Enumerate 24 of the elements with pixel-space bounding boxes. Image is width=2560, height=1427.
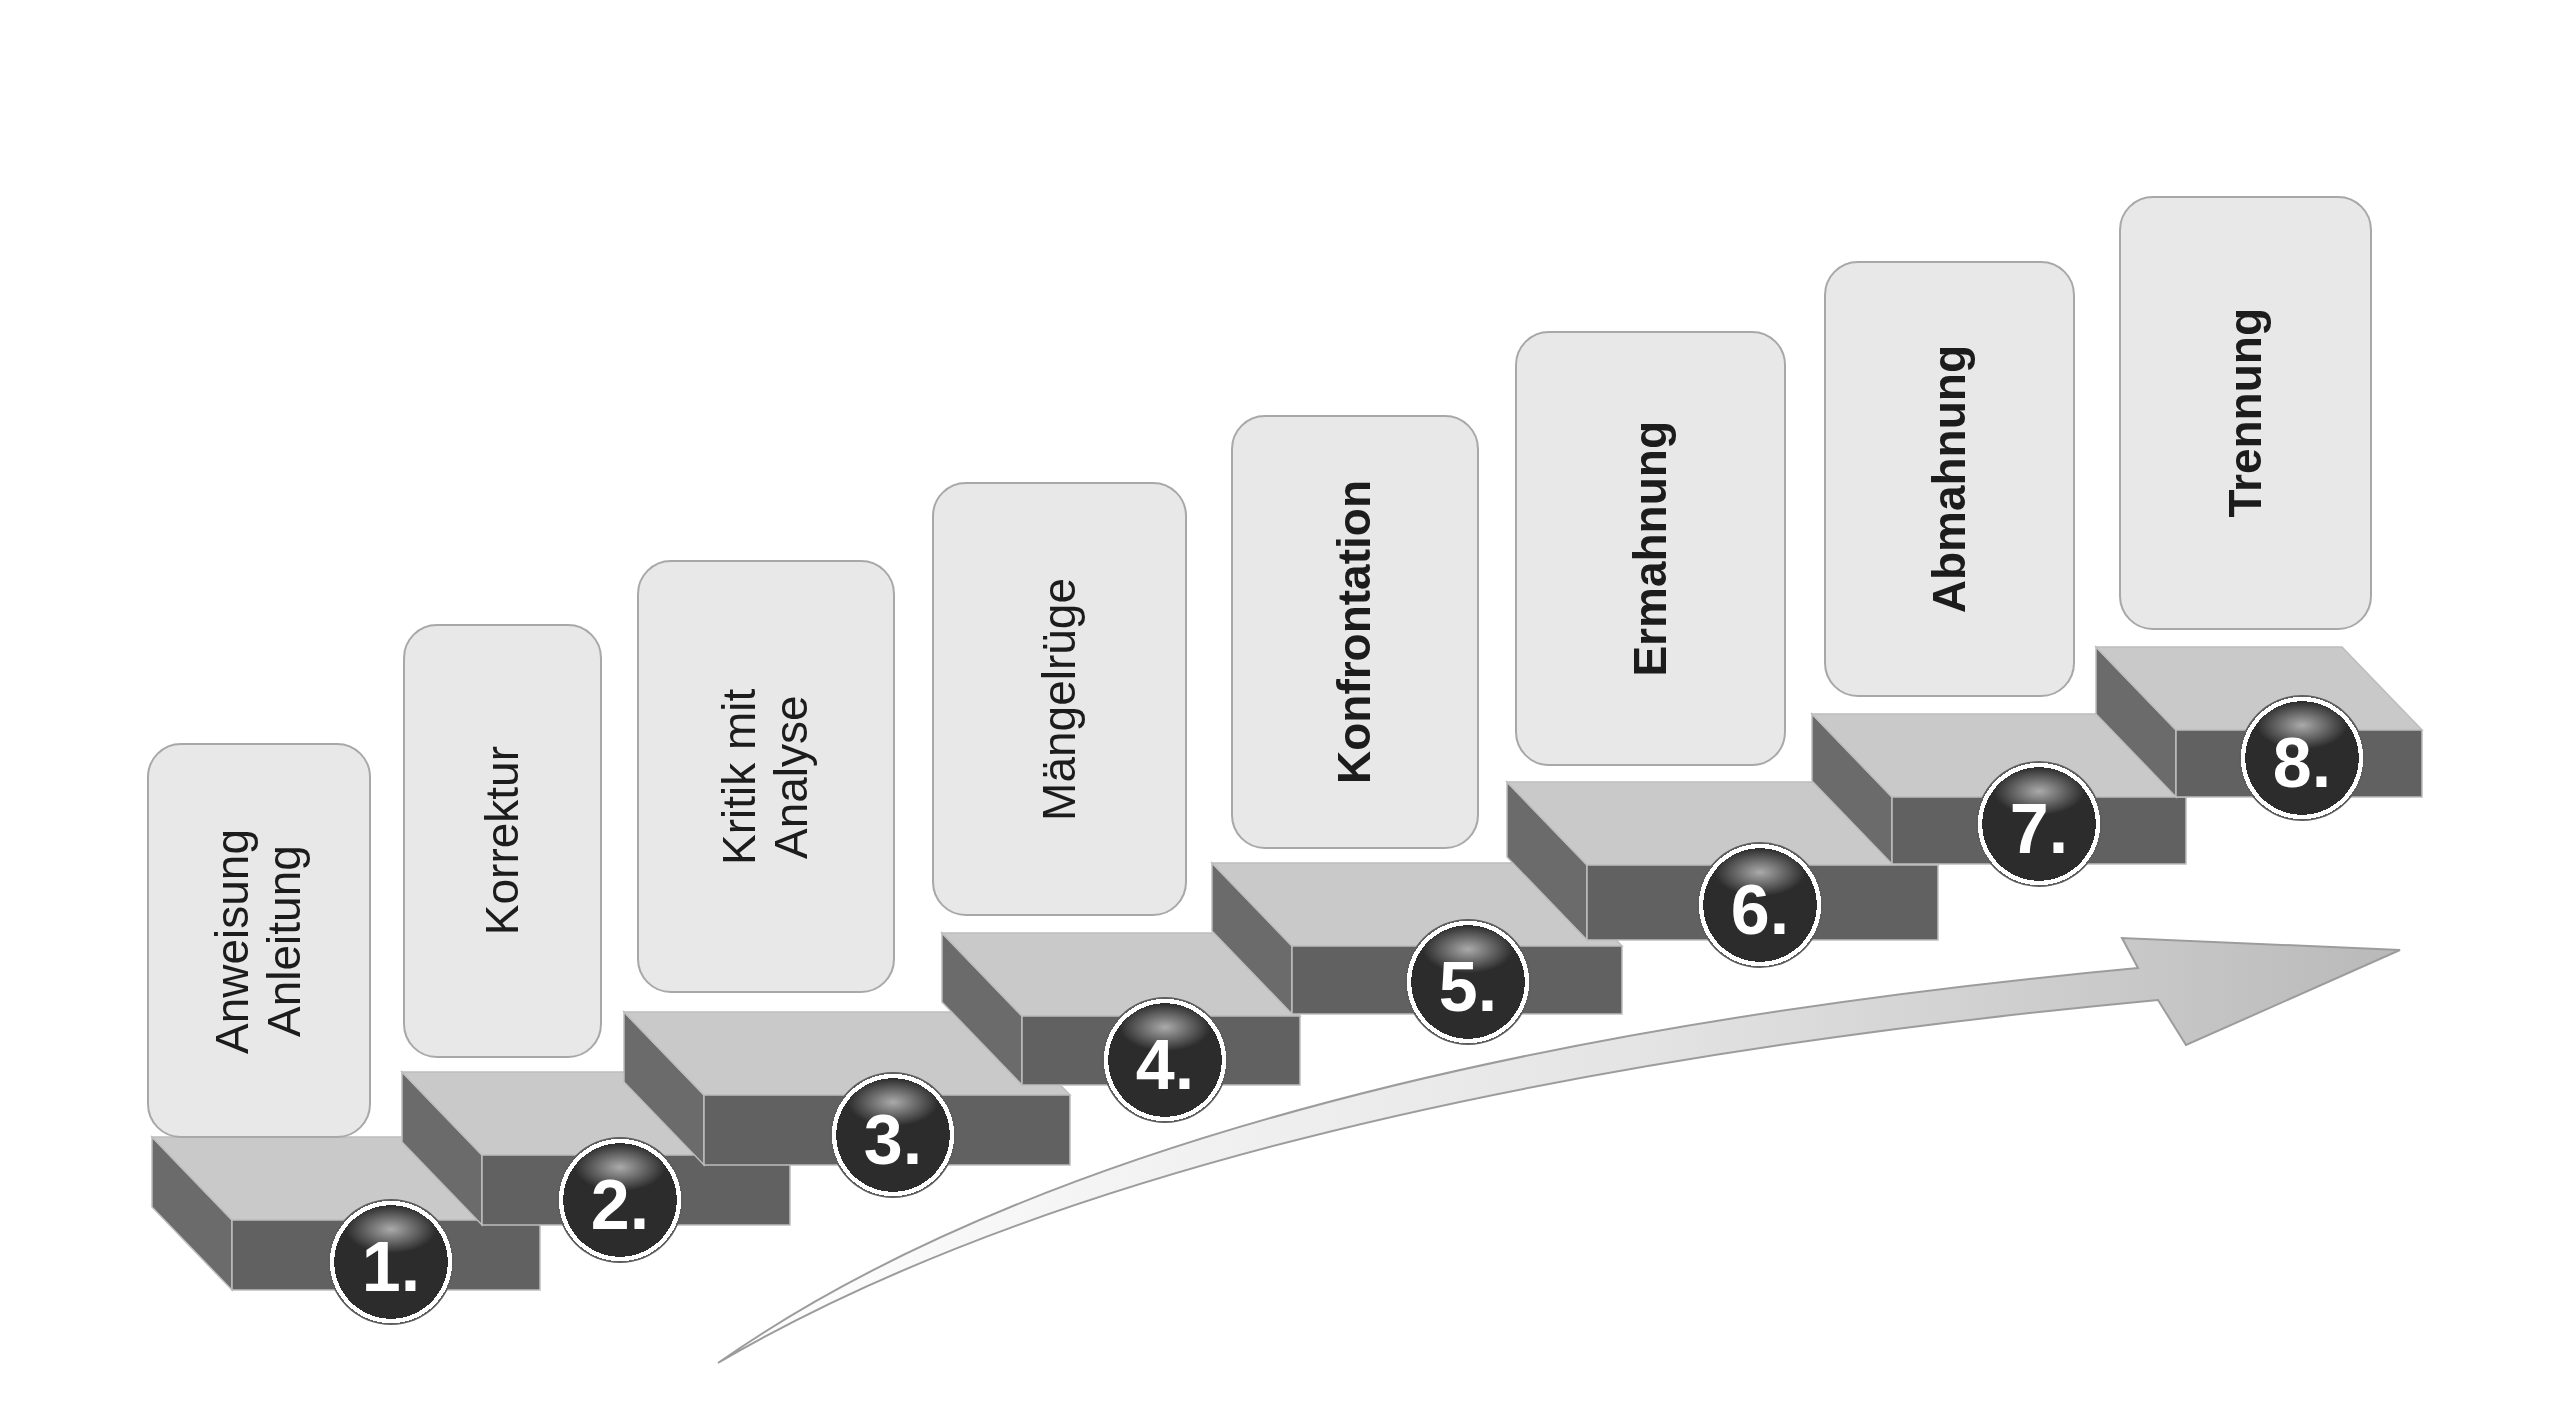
step-card — [1824, 261, 2075, 697]
step-number: 1. — [361, 1227, 421, 1302]
step-number: 3. — [863, 1100, 923, 1175]
step-label: Kritik mit Analyse — [714, 687, 818, 867]
step-label: Konfrontation — [1329, 480, 1381, 784]
step-card — [932, 482, 1187, 916]
step-card — [403, 624, 602, 1058]
step-label: Mängelrüge — [1033, 577, 1086, 821]
step-card — [1515, 331, 1786, 766]
step-number: 7. — [2009, 789, 2069, 864]
step-number: 6. — [1730, 870, 1790, 945]
step-card — [637, 560, 895, 993]
step-label: Ermahnung — [1624, 420, 1677, 677]
step-label: Abmahnung — [1923, 344, 1976, 614]
step-label: Korrektur — [476, 746, 529, 936]
step-card — [1231, 415, 1479, 849]
step-label: Trennung — [2219, 308, 2272, 518]
step-number: 8. — [2272, 723, 2332, 798]
step-number: 5. — [1438, 947, 1498, 1022]
step-number: 4. — [1135, 1025, 1195, 1100]
step-card — [147, 743, 371, 1138]
step-label: Anweisung Anleitung — [207, 827, 311, 1056]
step-number: 2. — [590, 1165, 650, 1240]
step-card — [2119, 196, 2372, 630]
